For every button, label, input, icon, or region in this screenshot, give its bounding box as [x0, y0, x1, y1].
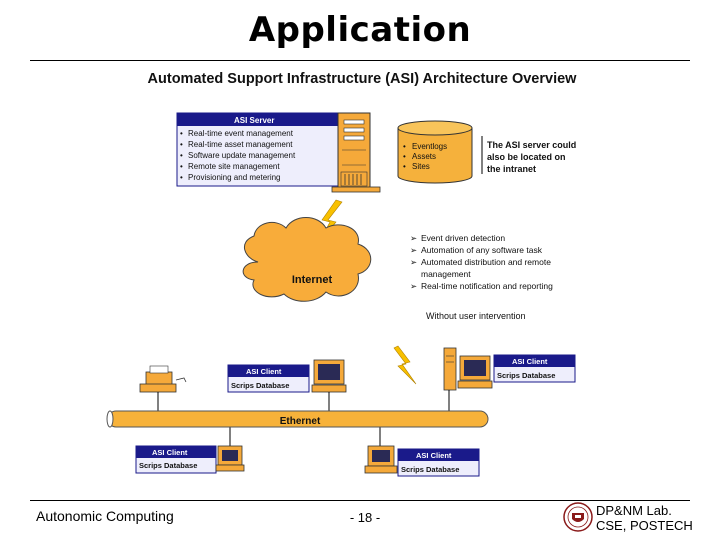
db-item: Assets	[412, 152, 436, 161]
svg-text:•: •	[180, 129, 183, 138]
internet-label: Internet	[292, 274, 333, 286]
database-icon: • Eventlogs • Assets • Sites	[397, 120, 473, 184]
svg-text:➢: ➢	[410, 233, 418, 243]
server-tower-icon	[331, 112, 381, 193]
svg-text:•: •	[403, 152, 406, 161]
page-title: Application	[248, 10, 472, 50]
department-name: CSE, POSTECH	[596, 518, 693, 533]
svg-text:•: •	[403, 162, 406, 171]
svg-text:➢: ➢	[410, 257, 418, 267]
server-item: Real-time event management	[188, 129, 294, 138]
server-item: Remote site management	[188, 162, 280, 171]
asi-client-top-right: ASI Client Scrips Database	[443, 347, 576, 391]
client-db: Scrips Database	[401, 465, 459, 474]
note-line: the intranet	[487, 164, 536, 174]
lab-name: DP&NM Lab.	[596, 503, 672, 518]
client-title: ASI Client	[416, 451, 452, 460]
client-db: Scrips Database	[139, 461, 197, 470]
asi-client-bottom-left: ASI Client Scrips Database	[135, 445, 245, 474]
db-item: Eventlogs	[412, 142, 447, 151]
asi-server-title: ASI Server	[234, 116, 274, 125]
svg-text:➢: ➢	[410, 281, 418, 291]
diagram-heading: Automated Support Infrastructure (ASI) A…	[148, 71, 578, 87]
feature-item: Real-time notification and reporting	[421, 281, 553, 291]
client-db: Scrips Database	[497, 371, 555, 380]
internet-cloud: Internet	[242, 217, 372, 302]
wireless-link-icon	[393, 345, 417, 385]
client-title: ASI Client	[512, 357, 548, 366]
client-title: ASI Client	[246, 367, 282, 376]
svg-text:➢: ➢	[410, 245, 418, 255]
svg-text:•: •	[180, 173, 183, 182]
svg-text:•: •	[180, 151, 183, 160]
asi-server-box: ASI Server • Real-time event management •…	[176, 112, 341, 187]
university-seal-icon	[563, 502, 593, 532]
asi-architecture-diagram: Automated Support Infrastructure (ASI) A…	[106, 71, 578, 477]
feature-item: Automation of any software task	[421, 245, 543, 255]
server-item: Real-time asset management	[188, 140, 293, 149]
features-list: ➢Event driven detection ➢Automation of a…	[410, 233, 553, 291]
server-item: Provisioning and metering	[188, 173, 281, 182]
svg-text:•: •	[180, 140, 183, 149]
page-number: - 18 -	[349, 510, 381, 525]
svg-text:•: •	[403, 142, 406, 151]
asi-client-top-left: ASI Client Scrips Database	[227, 359, 347, 393]
svg-text:•: •	[180, 162, 183, 171]
feature-item: Event driven detection	[421, 233, 505, 243]
note-line: also be located on	[487, 152, 566, 162]
lab-credit: DP&NM Lab. CSE, POSTECH	[596, 503, 693, 533]
note-line: The ASI server could	[487, 140, 576, 150]
client-db: Scrips Database	[231, 381, 289, 390]
server-note: The ASI server could also be located on …	[481, 136, 576, 174]
asi-client-bottom-right: ASI Client Scrips Database	[364, 445, 480, 477]
top-divider	[30, 60, 690, 61]
ethernet-label: Ethernet	[280, 416, 321, 427]
asi-server-items: • Real-time event management • Real-time a…	[180, 129, 296, 182]
feature-item: management	[421, 269, 471, 279]
feature-item: Automated distribution and remote	[421, 257, 551, 267]
ethernet-bus: Ethernet	[106, 390, 489, 446]
db-item: Sites	[412, 162, 430, 171]
client-title: ASI Client	[152, 448, 188, 457]
printer-icon	[139, 365, 187, 393]
features-note: Without user intervention	[426, 311, 526, 321]
footer-course-title: Autonomic Computing	[36, 508, 174, 524]
bottom-divider	[30, 500, 690, 501]
server-item: Software update management	[188, 151, 296, 160]
